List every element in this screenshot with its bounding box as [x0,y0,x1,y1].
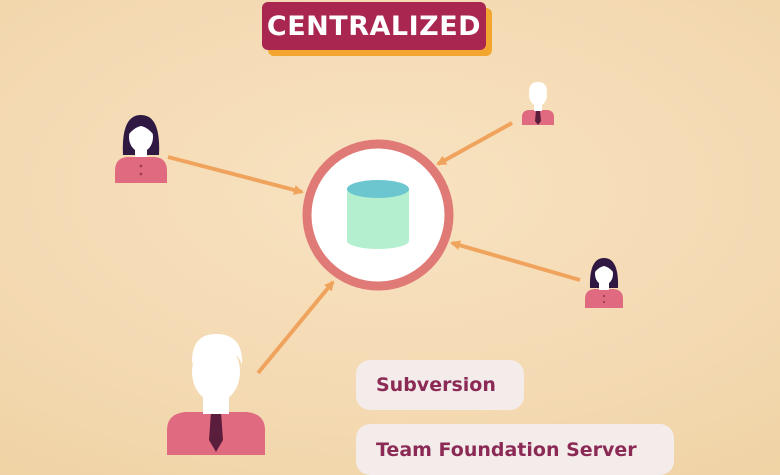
male-user-icon [522,82,554,125]
database-icon [347,180,409,249]
diagram-title: CENTRALIZED [262,2,486,50]
arrow-user2-to-server [436,121,513,166]
label-team-foundation-server: Team Foundation Server [356,424,674,475]
server-node [302,139,454,291]
label-subversion: Subversion [356,360,524,410]
arrow-user3-to-server [450,240,581,282]
title-badge-wrap: CENTRALIZED [262,2,492,58]
arrow-user4-to-server [256,280,335,375]
male-user-icon [167,334,265,455]
female-user-icon [585,258,623,308]
arrow-user1-to-server [167,155,304,195]
female-user-icon [115,115,167,183]
